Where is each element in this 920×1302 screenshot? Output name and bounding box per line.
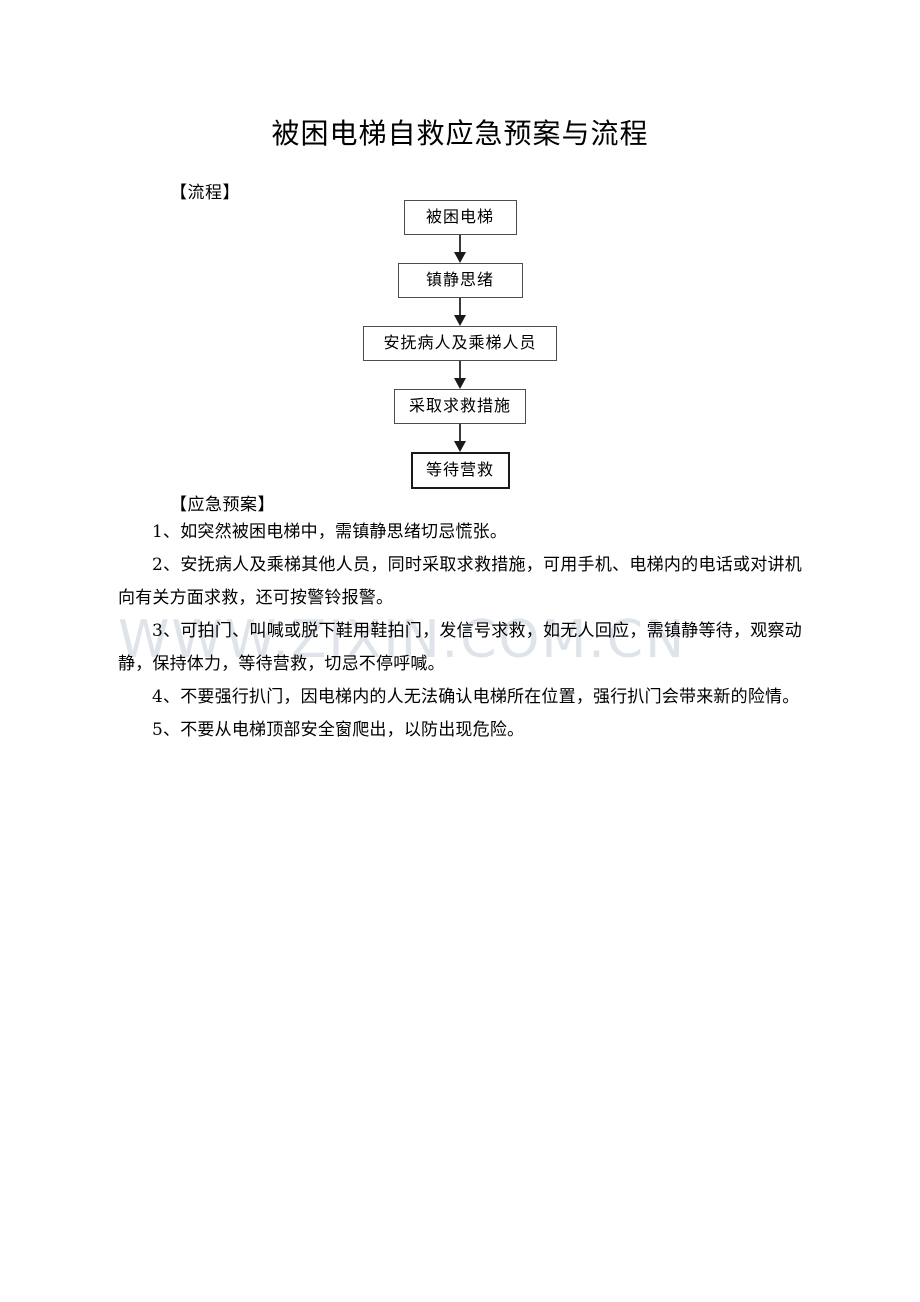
flowchart-node-row: 镇静思绪 [340, 263, 580, 298]
flowchart-arrow-2 [340, 298, 580, 326]
flowchart: 被困电梯 镇静思绪 安抚病人及乘梯人员 采取求救措施 等待营救 [340, 200, 580, 489]
flowchart-node-row: 采取求救措施 [340, 389, 580, 424]
flowchart-node-3: 安抚病人及乘梯人员 [363, 326, 557, 361]
flowchart-node-4: 采取求救措施 [394, 389, 526, 424]
section-heading-plan: 【应急预案】 [170, 495, 275, 515]
arrow-shaft [459, 424, 461, 443]
flowchart-node-row: 安抚病人及乘梯人员 [340, 326, 580, 361]
flowchart-arrow-1 [340, 235, 580, 263]
flowchart-node-5: 等待营救 [410, 452, 510, 489]
flowchart-node-row: 被困电梯 [340, 200, 580, 235]
arrow-head-icon [454, 378, 466, 389]
arrow-shaft [459, 361, 461, 380]
flowchart-node-2: 镇静思绪 [397, 263, 523, 298]
arrow-head-icon [454, 315, 466, 326]
arrow-shaft [459, 298, 461, 317]
page-title: 被困电梯自救应急预案与流程 [271, 116, 649, 150]
flowchart-arrow-3 [340, 361, 580, 389]
flowchart-node-1: 被困电梯 [403, 200, 517, 235]
plan-item: 1、如突然被困电梯中，需镇静思绪切忌慌张。 [152, 522, 508, 542]
plan-item: 2、安抚病人及乘梯其他人员，同时采取求救措施，可用手机、电梯内的电话或对讲机向有… [118, 555, 802, 608]
arrow-shaft [459, 235, 461, 254]
flowchart-arrow-4 [340, 424, 580, 452]
section-heading-flow: 【流程】 [170, 183, 240, 203]
plan-item: 5、不要从电梯顶部安全窗爬出，以防出现危险。 [152, 720, 525, 740]
arrow-head-icon [454, 441, 466, 452]
plan-item: 4、不要强行扒门，因电梯内的人无法确认电梯所在位置，强行扒门会带来新的险情。 [152, 687, 800, 707]
plan-item: 3、可拍门、叫喊或脱下鞋用鞋拍门，发信号求救，如无人回应，需镇静等待，观察动静，… [118, 621, 802, 674]
plan-item-list: 1、如突然被困电梯中，需镇静思绪切忌慌张。 2、安抚病人及乘梯其他人员，同时采取… [118, 516, 802, 747]
arrow-head-icon [454, 252, 466, 263]
flowchart-node-row: 等待营救 [340, 452, 580, 489]
